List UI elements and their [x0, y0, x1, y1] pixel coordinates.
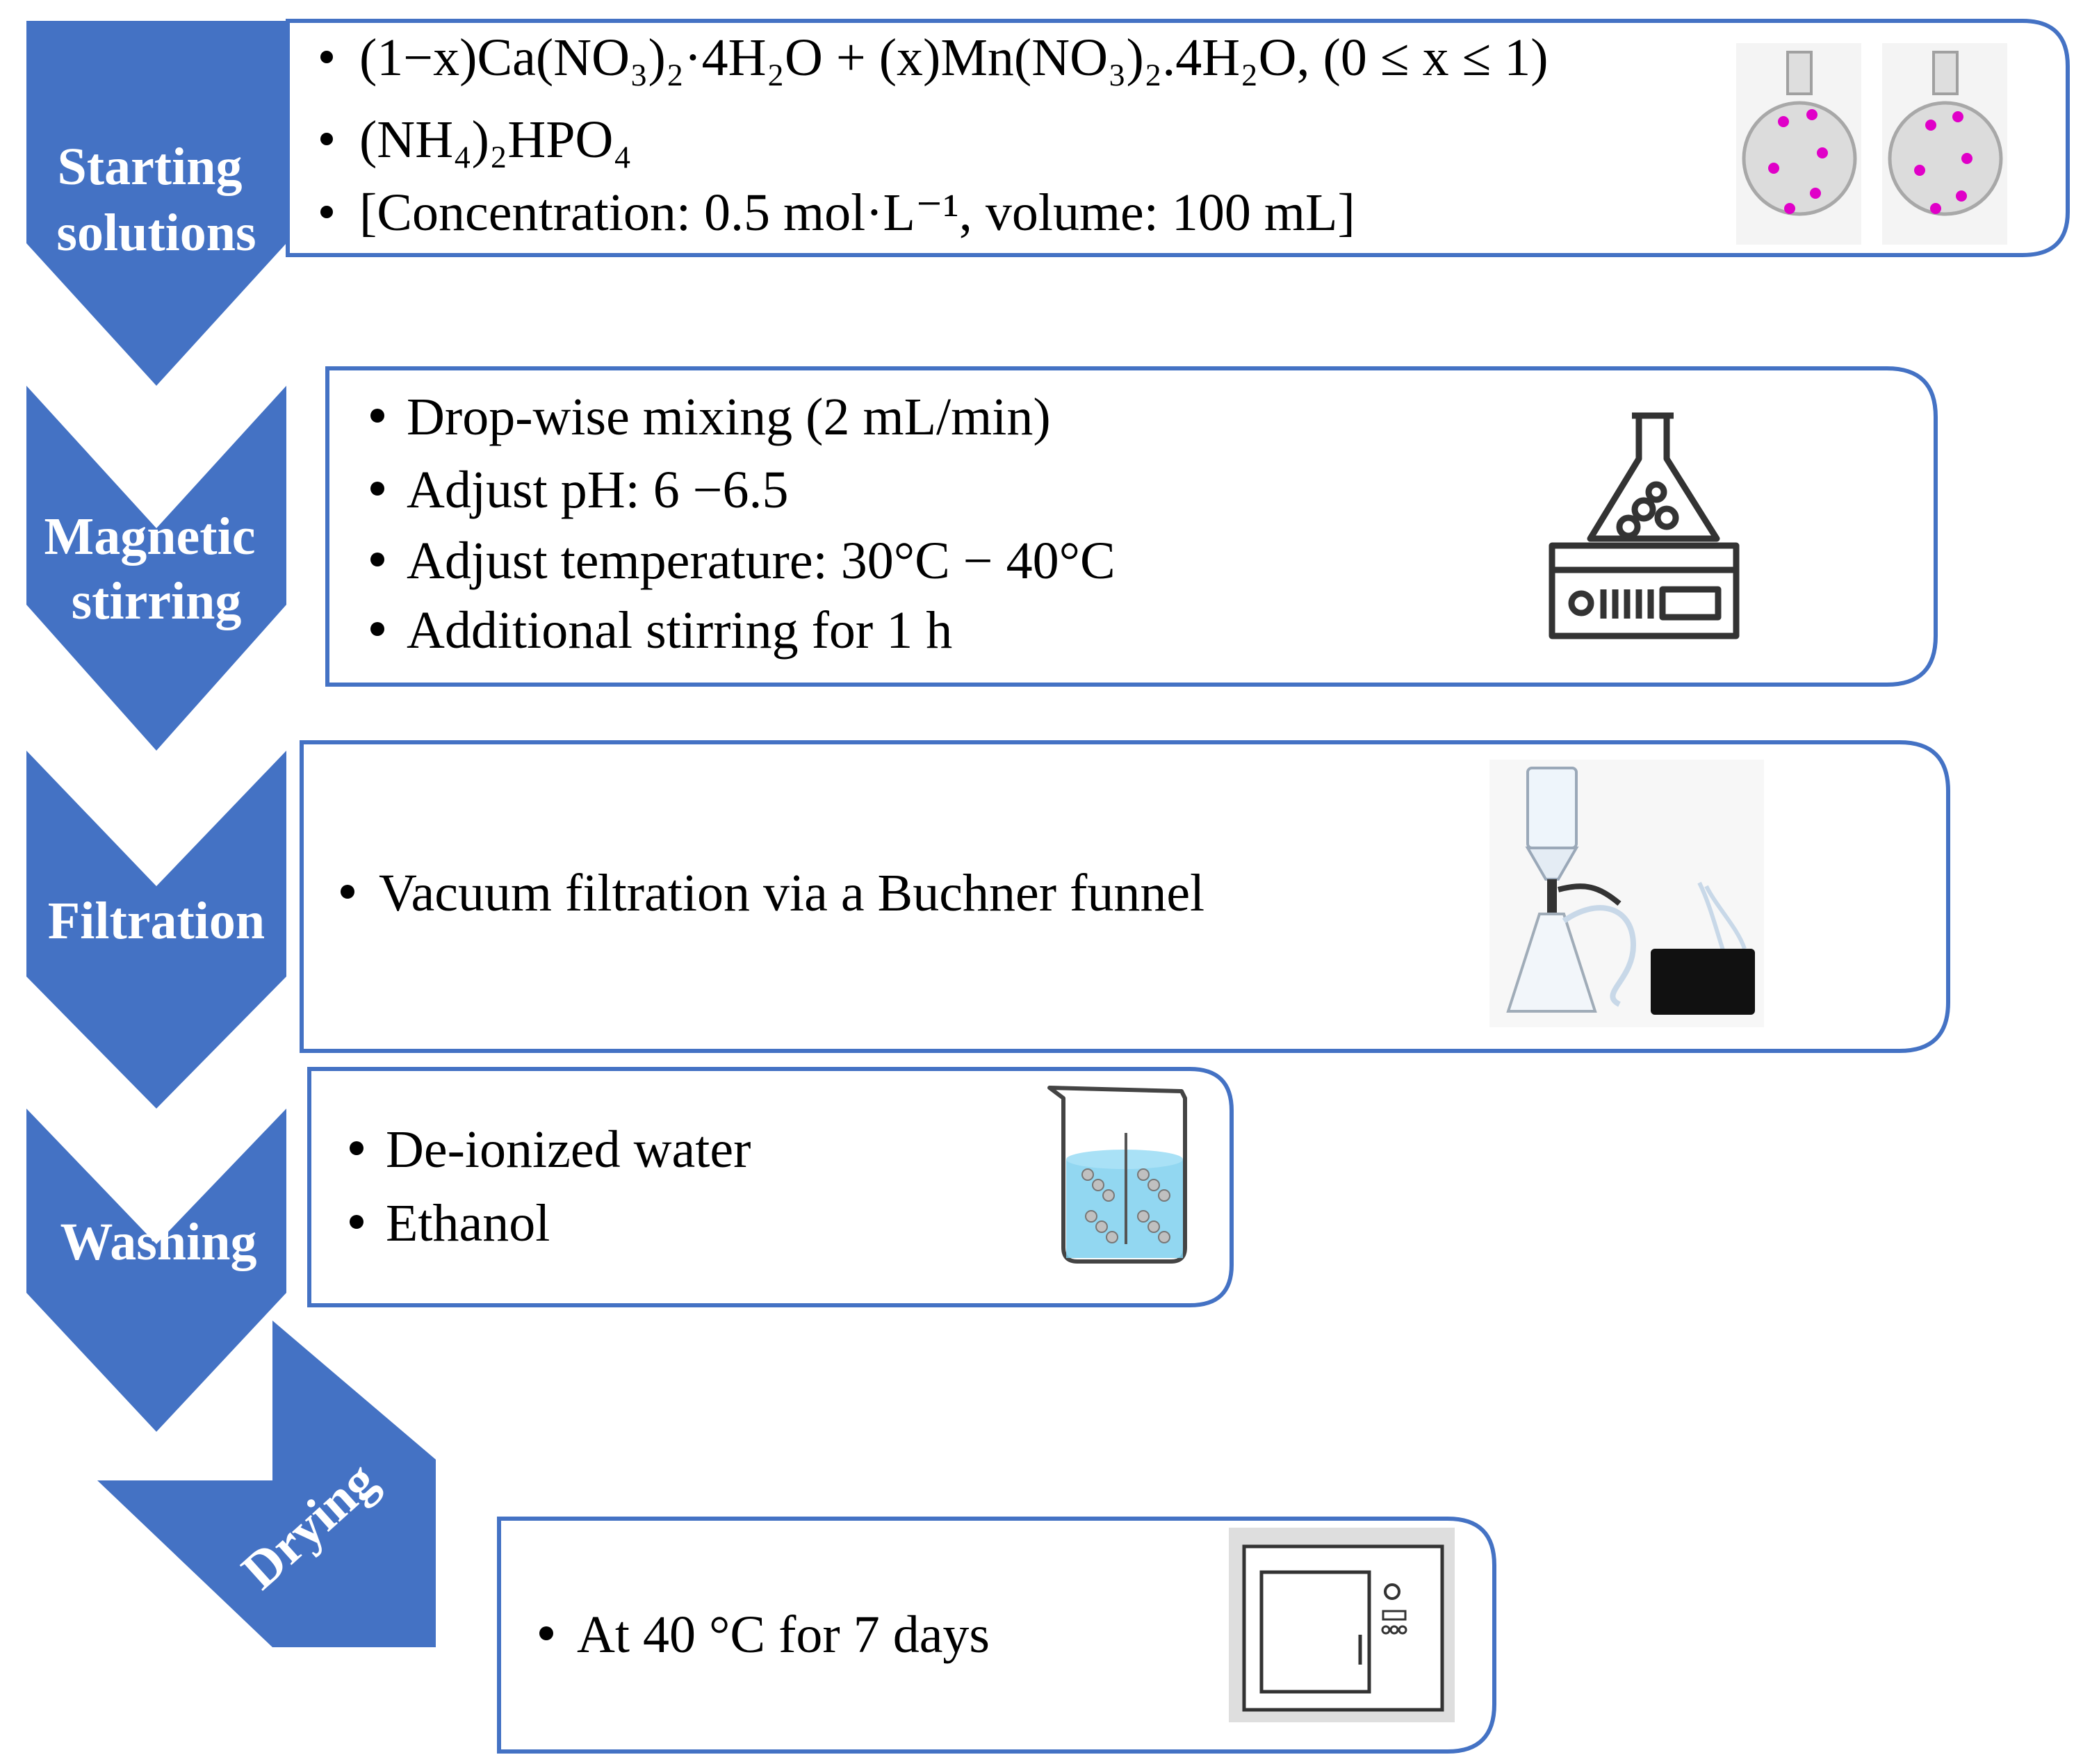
step-label-magnetic-stirring: Magnetic stirring — [44, 507, 269, 630]
beaker-icon — [1047, 1086, 1187, 1264]
bullet-list-washing: De-ionized water Ethanol — [350, 1120, 751, 1252]
bullet-marker — [320, 51, 333, 63]
bullet-marker — [350, 1215, 363, 1229]
box-magnetic-stirring — [325, 366, 1938, 687]
arrow-drying — [97, 1321, 436, 1647]
arrow-starting-solutions — [26, 21, 286, 386]
bullet-marker — [320, 206, 333, 218]
bullet-text: (1−x)Ca(NO₃)₂·4H₂O + (x)Mn(NO₃)₂.4H₂O, (… — [359, 28, 1549, 87]
bullet-text: Drop-wise mixing (2 mL/min) — [407, 388, 1051, 446]
bullet-text: De-ionized water — [386, 1120, 751, 1179]
bullet-text: At 40 °C for 7 days — [577, 1606, 990, 1664]
bullet-marker — [320, 133, 333, 145]
arrow-magnetic-stirring — [26, 386, 286, 751]
bullet-list-magnetic-stirring: Drop-wise mixing (2 mL/min) Adjust pH: 6… — [370, 388, 1116, 660]
bullet-text: Additional stirring for 1 h — [407, 601, 952, 660]
step-label-washing: Washing — [60, 1213, 256, 1271]
bullet-marker — [350, 1141, 363, 1155]
step-label-filtration: Filtration — [48, 892, 265, 950]
bullet-marker — [370, 409, 384, 423]
bullet-marker — [370, 622, 384, 636]
oven-icon — [1229, 1528, 1455, 1722]
bullet-text: Adjust pH: 6 −6.5 — [407, 461, 789, 519]
arrow-filtration — [26, 751, 286, 1109]
bullet-text: Adjust temperature: 30°C − 40°C — [407, 532, 1116, 590]
step-arrows — [26, 21, 436, 1647]
bullet-text: (NH₄)₂HPO₄ — [359, 111, 632, 169]
vacuum-filtration-icon — [1489, 760, 1764, 1027]
bullet-marker — [341, 885, 354, 899]
bullet-text: [Concentration: 0.5 mol·L⁻¹, volume: 100… — [359, 183, 1355, 242]
step-label-starting-solutions: Starting solutions — [56, 138, 256, 262]
box-washing — [307, 1067, 1234, 1307]
box-starting-solutions — [286, 19, 2070, 257]
bullet-marker — [370, 482, 384, 496]
bullet-marker — [370, 553, 384, 566]
magnetic-stirrer-icon — [1549, 412, 1740, 639]
bullet-text: Vacuum filtration via a Buchner funnel — [379, 864, 1204, 922]
bullet-marker — [539, 1626, 553, 1640]
round-bottom-flask-icon — [1736, 43, 1861, 245]
round-bottom-flask-icon — [1882, 43, 2007, 245]
bullet-list-drying: At 40 °C for 7 days — [539, 1606, 990, 1664]
bullet-list-filtration: Vacuum filtration via a Buchner funnel — [341, 864, 1204, 922]
bullet-list-starting-solutions: (1−x)Ca(NO₃)₂·4H₂O + (x)Mn(NO₃)₂.4H₂O, (… — [320, 28, 1549, 242]
arrow-washing — [26, 1109, 286, 1432]
bullet-text: Ethanol — [386, 1194, 550, 1252]
